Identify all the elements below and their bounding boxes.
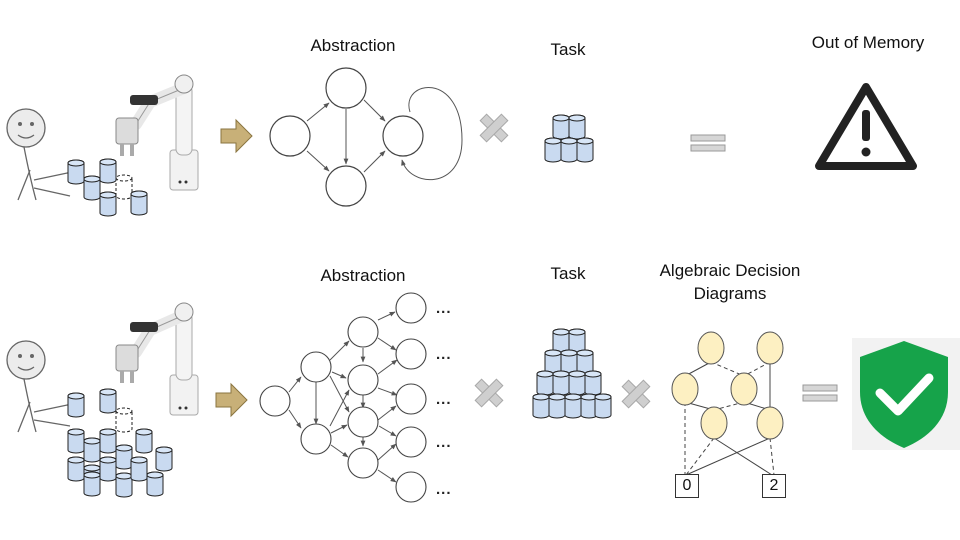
- ellipsis-2: ...: [436, 346, 452, 363]
- multiply-icon-bottom-1: [474, 378, 504, 408]
- warning-triangle-icon: [815, 83, 917, 170]
- ellipsis-4: ...: [436, 434, 452, 451]
- ellipsis-3: ...: [436, 391, 452, 408]
- robot-arm-bottom: [115, 302, 199, 416]
- can-cluster-top: [67, 158, 148, 217]
- abstraction-label-bottom: Abstraction: [320, 266, 406, 285]
- leaf-node-2: 2: [762, 474, 786, 498]
- task-label-bottom: Task: [550, 264, 586, 283]
- arrow-right-icon-top: [220, 118, 253, 154]
- equals-icon-bottom: [802, 384, 838, 402]
- abstraction-label-top: Abstraction: [310, 36, 396, 55]
- out-of-memory-label: Out of Memory: [811, 33, 925, 52]
- task-label-top: Task: [550, 40, 586, 59]
- add-diagram: [671, 331, 784, 476]
- task-stack-top: [544, 114, 594, 163]
- add-label-line1: Algebraic Decision: [659, 261, 801, 280]
- add-label-line2: Diagrams: [693, 284, 767, 303]
- human-figure-bottom: [6, 340, 73, 433]
- check-shield-icon: [852, 338, 960, 450]
- ellipsis-5: ...: [436, 481, 452, 498]
- can-cluster-bottom: [67, 388, 173, 498]
- robot-arm-top: [115, 74, 199, 191]
- abstraction-graph-bottom: [259, 292, 427, 503]
- multiply-icon-top: [479, 113, 509, 143]
- human-figure-top: [6, 108, 73, 201]
- multiply-icon-bottom-2: [621, 379, 651, 409]
- equals-icon-top: [690, 134, 726, 152]
- leaf-node-0: 0: [675, 474, 699, 498]
- arrow-right-icon-bottom: [215, 382, 248, 418]
- abstraction-graph-top: [269, 67, 463, 207]
- ellipsis-1: ...: [436, 300, 452, 317]
- task-stack-bottom: [532, 328, 612, 419]
